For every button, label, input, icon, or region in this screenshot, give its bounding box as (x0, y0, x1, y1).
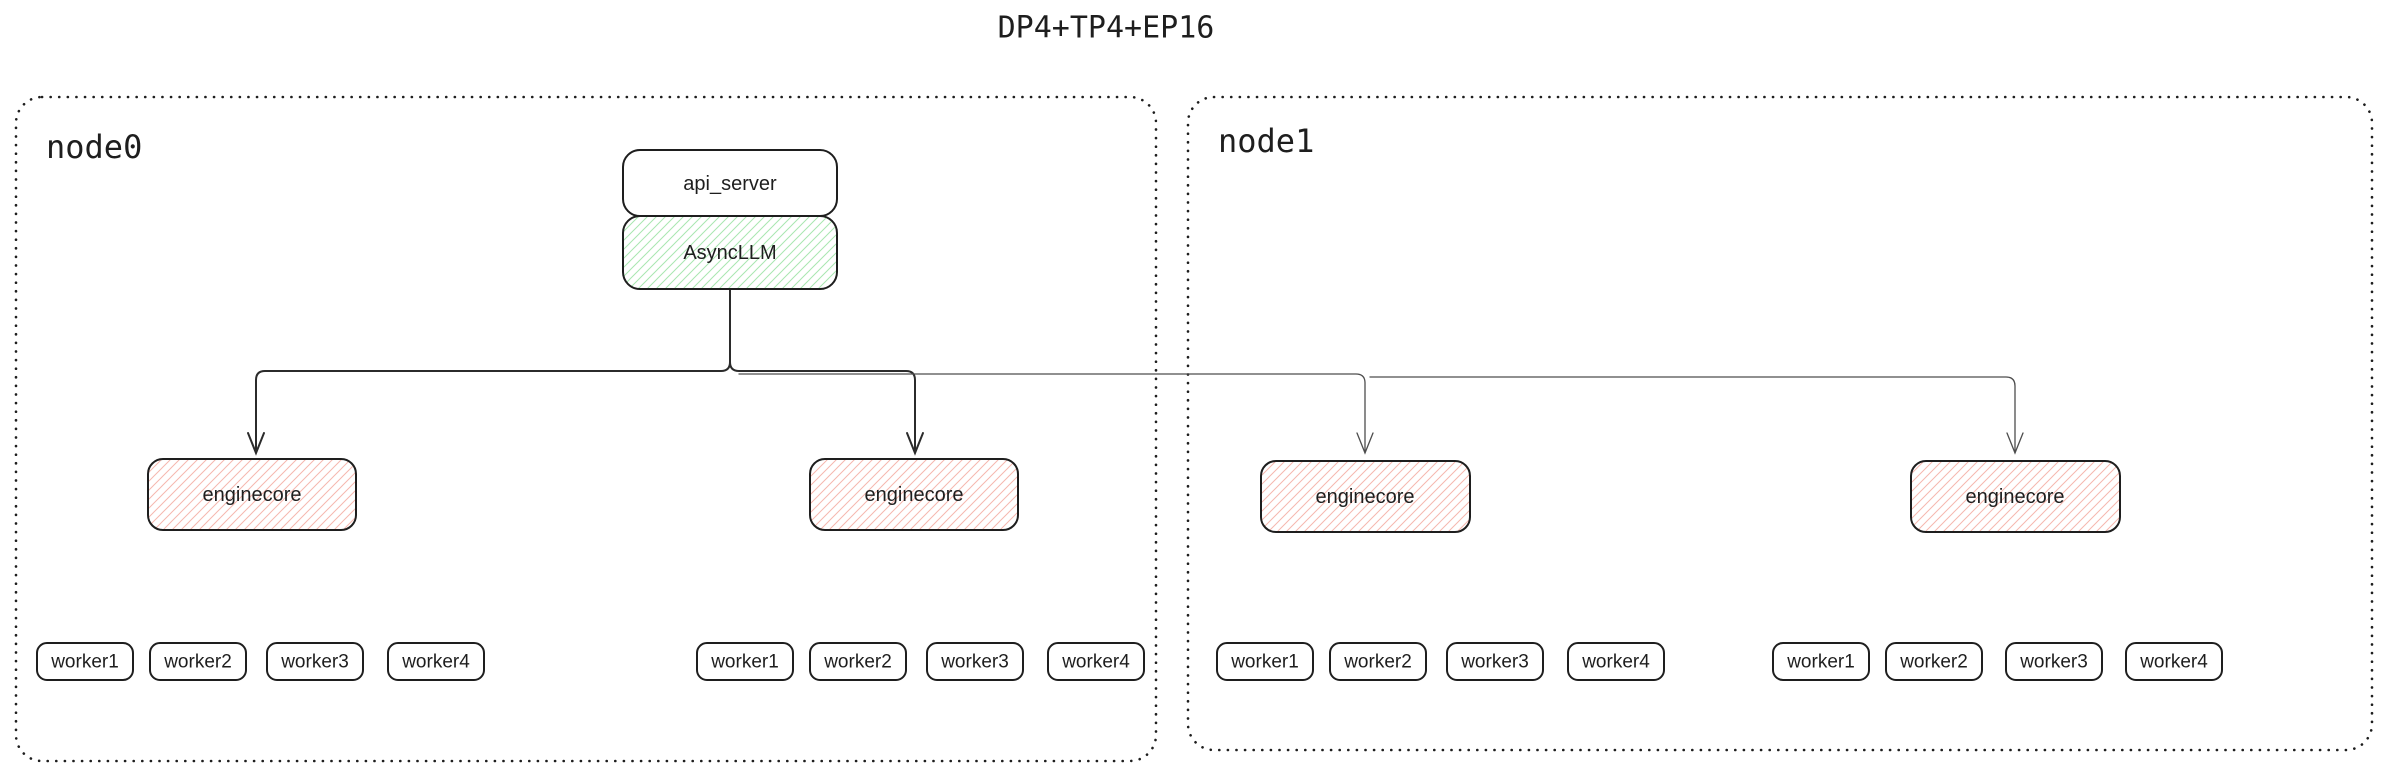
worker-box (149, 642, 247, 681)
worker-label: worker4 (2139, 652, 2208, 673)
worker-box (2125, 642, 2223, 681)
api-server-label: api_server (683, 173, 777, 195)
worker-box (926, 642, 1024, 681)
worker-box (1567, 642, 1665, 681)
edge-asyncllm-to-enginecore3 (738, 373, 1366, 452)
enginecore-label: enginecore (1966, 486, 2065, 508)
arrowhead-enginecore4 (2006, 432, 2024, 455)
worker-box (809, 642, 907, 681)
worker-label: worker3 (2019, 652, 2088, 673)
enginecore-label: enginecore (203, 484, 302, 506)
node0-label: node0 (46, 128, 142, 166)
worker-box (387, 642, 485, 681)
worker-box (1772, 642, 1870, 681)
node1-label: node1 (1218, 122, 1314, 160)
edge-asyncllm-to-enginecore4 (1369, 376, 2016, 452)
worker-box (1329, 642, 1427, 681)
worker-label: worker2 (823, 652, 892, 673)
worker-label: worker4 (401, 652, 470, 673)
edge-asyncllm-to-enginecore2 (729, 361, 916, 450)
arrowhead-enginecore3 (1356, 432, 1374, 455)
diagram-title: DP4+TP4+EP16 (998, 11, 1215, 46)
enginecore-box (147, 458, 357, 531)
enginecore-box (1260, 460, 1471, 533)
worker-box (696, 642, 794, 681)
enginecore-box (809, 458, 1019, 531)
asyncllm-box (622, 215, 838, 290)
node0-group-border (14, 95, 1158, 763)
worker-box (2005, 642, 2103, 681)
worker-box (266, 642, 364, 681)
arrowhead-enginecore2 (906, 432, 924, 456)
worker-box (1885, 642, 1983, 681)
worker-label: worker3 (280, 652, 349, 673)
worker-label: worker1 (1786, 652, 1855, 673)
worker-box (36, 642, 134, 681)
enginecore-label: enginecore (865, 484, 964, 506)
enginecore-box (1910, 460, 2121, 533)
worker-label: worker1 (50, 652, 119, 673)
worker-label: worker4 (1061, 652, 1130, 673)
worker-label: worker1 (710, 652, 779, 673)
asyncllm-label: AsyncLLM (683, 242, 776, 264)
worker-label: worker3 (1460, 652, 1529, 673)
worker-label: worker2 (1343, 652, 1412, 673)
worker-label: worker1 (1230, 652, 1299, 673)
worker-label: worker2 (163, 652, 232, 673)
arrowhead-enginecore1 (247, 432, 265, 456)
worker-box (1216, 642, 1314, 681)
worker-box (1047, 642, 1145, 681)
enginecore-label: enginecore (1316, 486, 1415, 508)
edge-asyncllm-to-enginecore1 (255, 288, 731, 450)
worker-box (1446, 642, 1544, 681)
worker-label: worker3 (940, 652, 1009, 673)
worker-label: worker4 (1581, 652, 1650, 673)
worker-label: worker2 (1899, 652, 1968, 673)
